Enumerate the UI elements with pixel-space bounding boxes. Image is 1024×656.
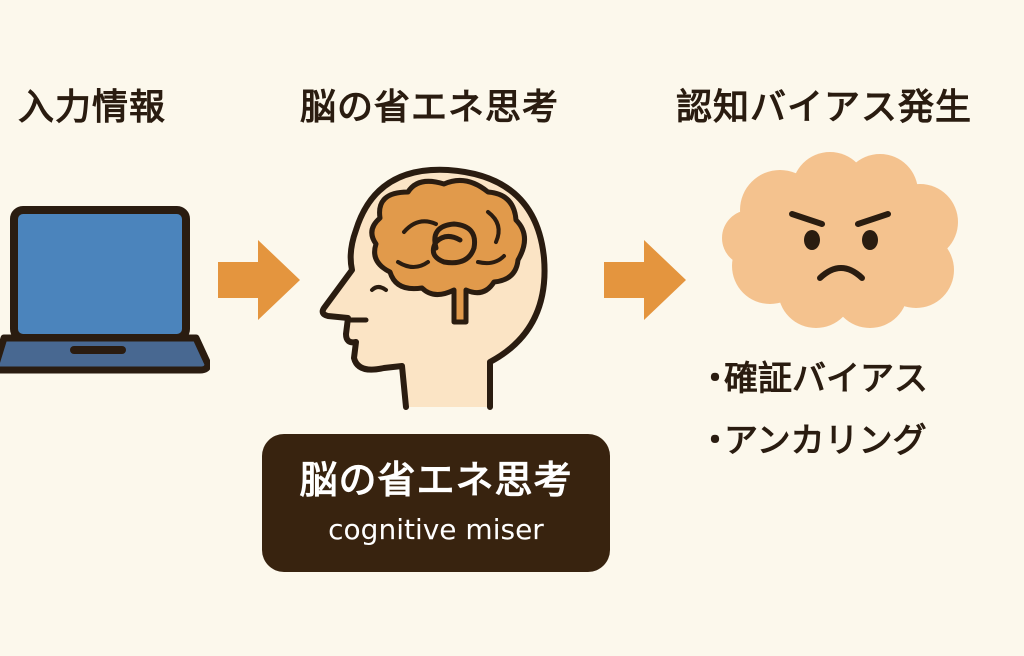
bias-example-label: アンカリング (724, 421, 927, 461)
bias-example-label: 確証バイアス (724, 359, 928, 399)
caption-japanese: 脳の省エネ思考 (299, 458, 573, 502)
list-item: ・アンカリング (698, 410, 928, 472)
caption-english: cognitive miser (328, 513, 544, 546)
bullet: ・ (698, 421, 732, 461)
angry-cloud-icon (720, 150, 965, 330)
cognitive-miser-caption: 脳の省エネ思考 cognitive miser (262, 434, 610, 572)
list-item: ・確証バイアス (698, 348, 928, 410)
arrow-right-icon (218, 240, 302, 320)
arrow-right-icon (604, 240, 688, 320)
laptop-icon (0, 200, 212, 375)
stage-input-title: 入力情報 (18, 87, 167, 128)
bullet: ・ (698, 359, 732, 399)
stage-bias-title: 認知バイアス発生 (676, 87, 973, 128)
stage-brain-title: 脳の省エネ思考 (300, 87, 560, 128)
bias-example-list: ・確証バイアス ・アンカリング (698, 348, 928, 472)
brain-head-icon (318, 162, 548, 412)
